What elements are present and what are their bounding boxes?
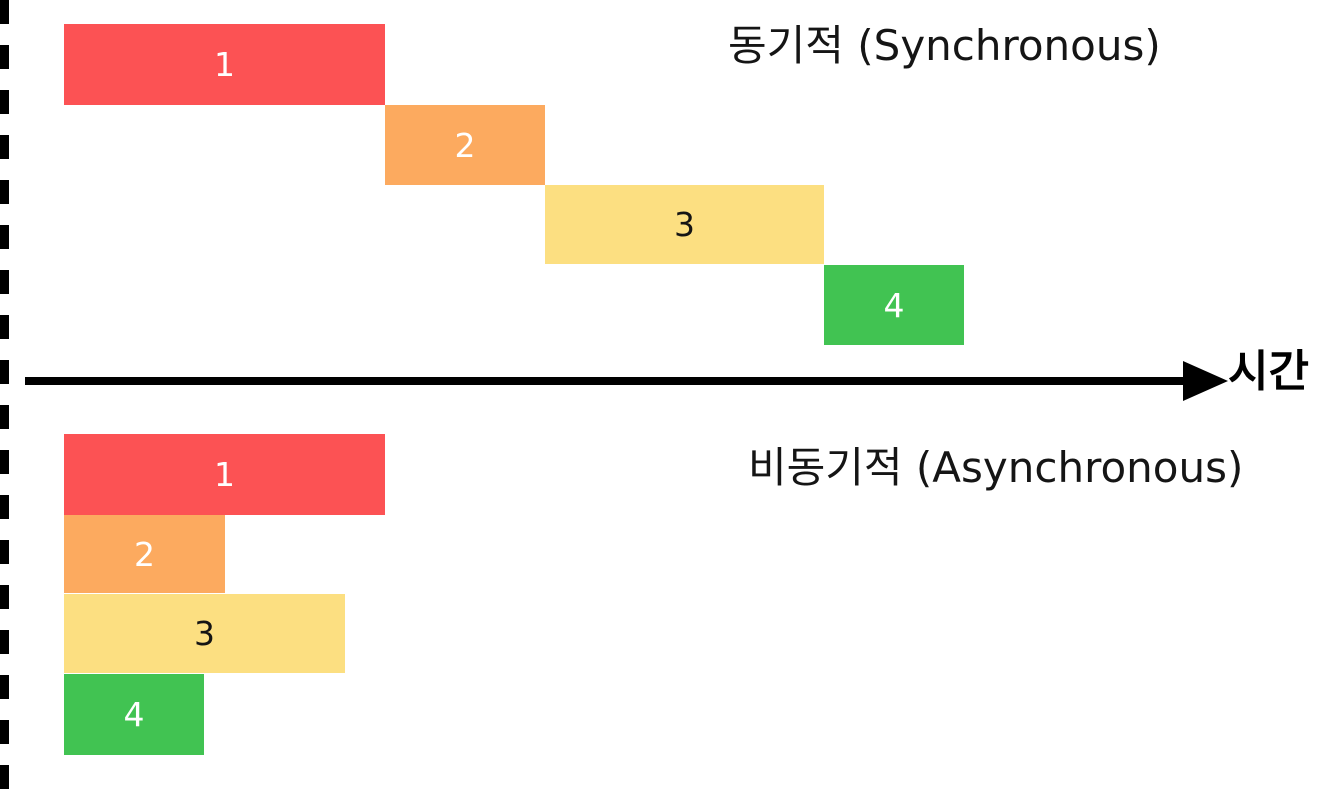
task-bar[interactable]: 4 bbox=[64, 674, 204, 755]
task-bar-label: 2 bbox=[134, 534, 155, 574]
task-bar[interactable]: 1 bbox=[64, 24, 385, 105]
task-bar[interactable]: 2 bbox=[64, 515, 225, 593]
task-bar-label: 1 bbox=[214, 45, 235, 84]
task-bar[interactable]: 1 bbox=[64, 434, 385, 515]
task-bar-label: 3 bbox=[194, 614, 215, 653]
left-dashed-rail bbox=[0, 0, 9, 790]
task-bar-label: 3 bbox=[674, 205, 695, 244]
task-bar[interactable]: 3 bbox=[64, 594, 345, 673]
arrow-right-icon bbox=[1183, 361, 1228, 401]
time-axis-label: 시간 bbox=[1228, 346, 1309, 397]
task-bar[interactable]: 2 bbox=[385, 105, 545, 185]
time-axis-line bbox=[25, 377, 1205, 385]
task-bar-label: 4 bbox=[883, 285, 905, 325]
task-bar[interactable]: 4 bbox=[824, 265, 964, 345]
task-bar-label: 1 bbox=[214, 455, 235, 494]
section-caption-synchronous: 동기적 (Synchronous) bbox=[728, 21, 1161, 70]
task-bar-label: 2 bbox=[454, 125, 476, 165]
task-bar[interactable]: 3 bbox=[545, 185, 824, 264]
section-caption-asynchronous: 비동기적 (Asynchronous) bbox=[748, 443, 1244, 492]
task-bar-label: 4 bbox=[123, 695, 145, 734]
